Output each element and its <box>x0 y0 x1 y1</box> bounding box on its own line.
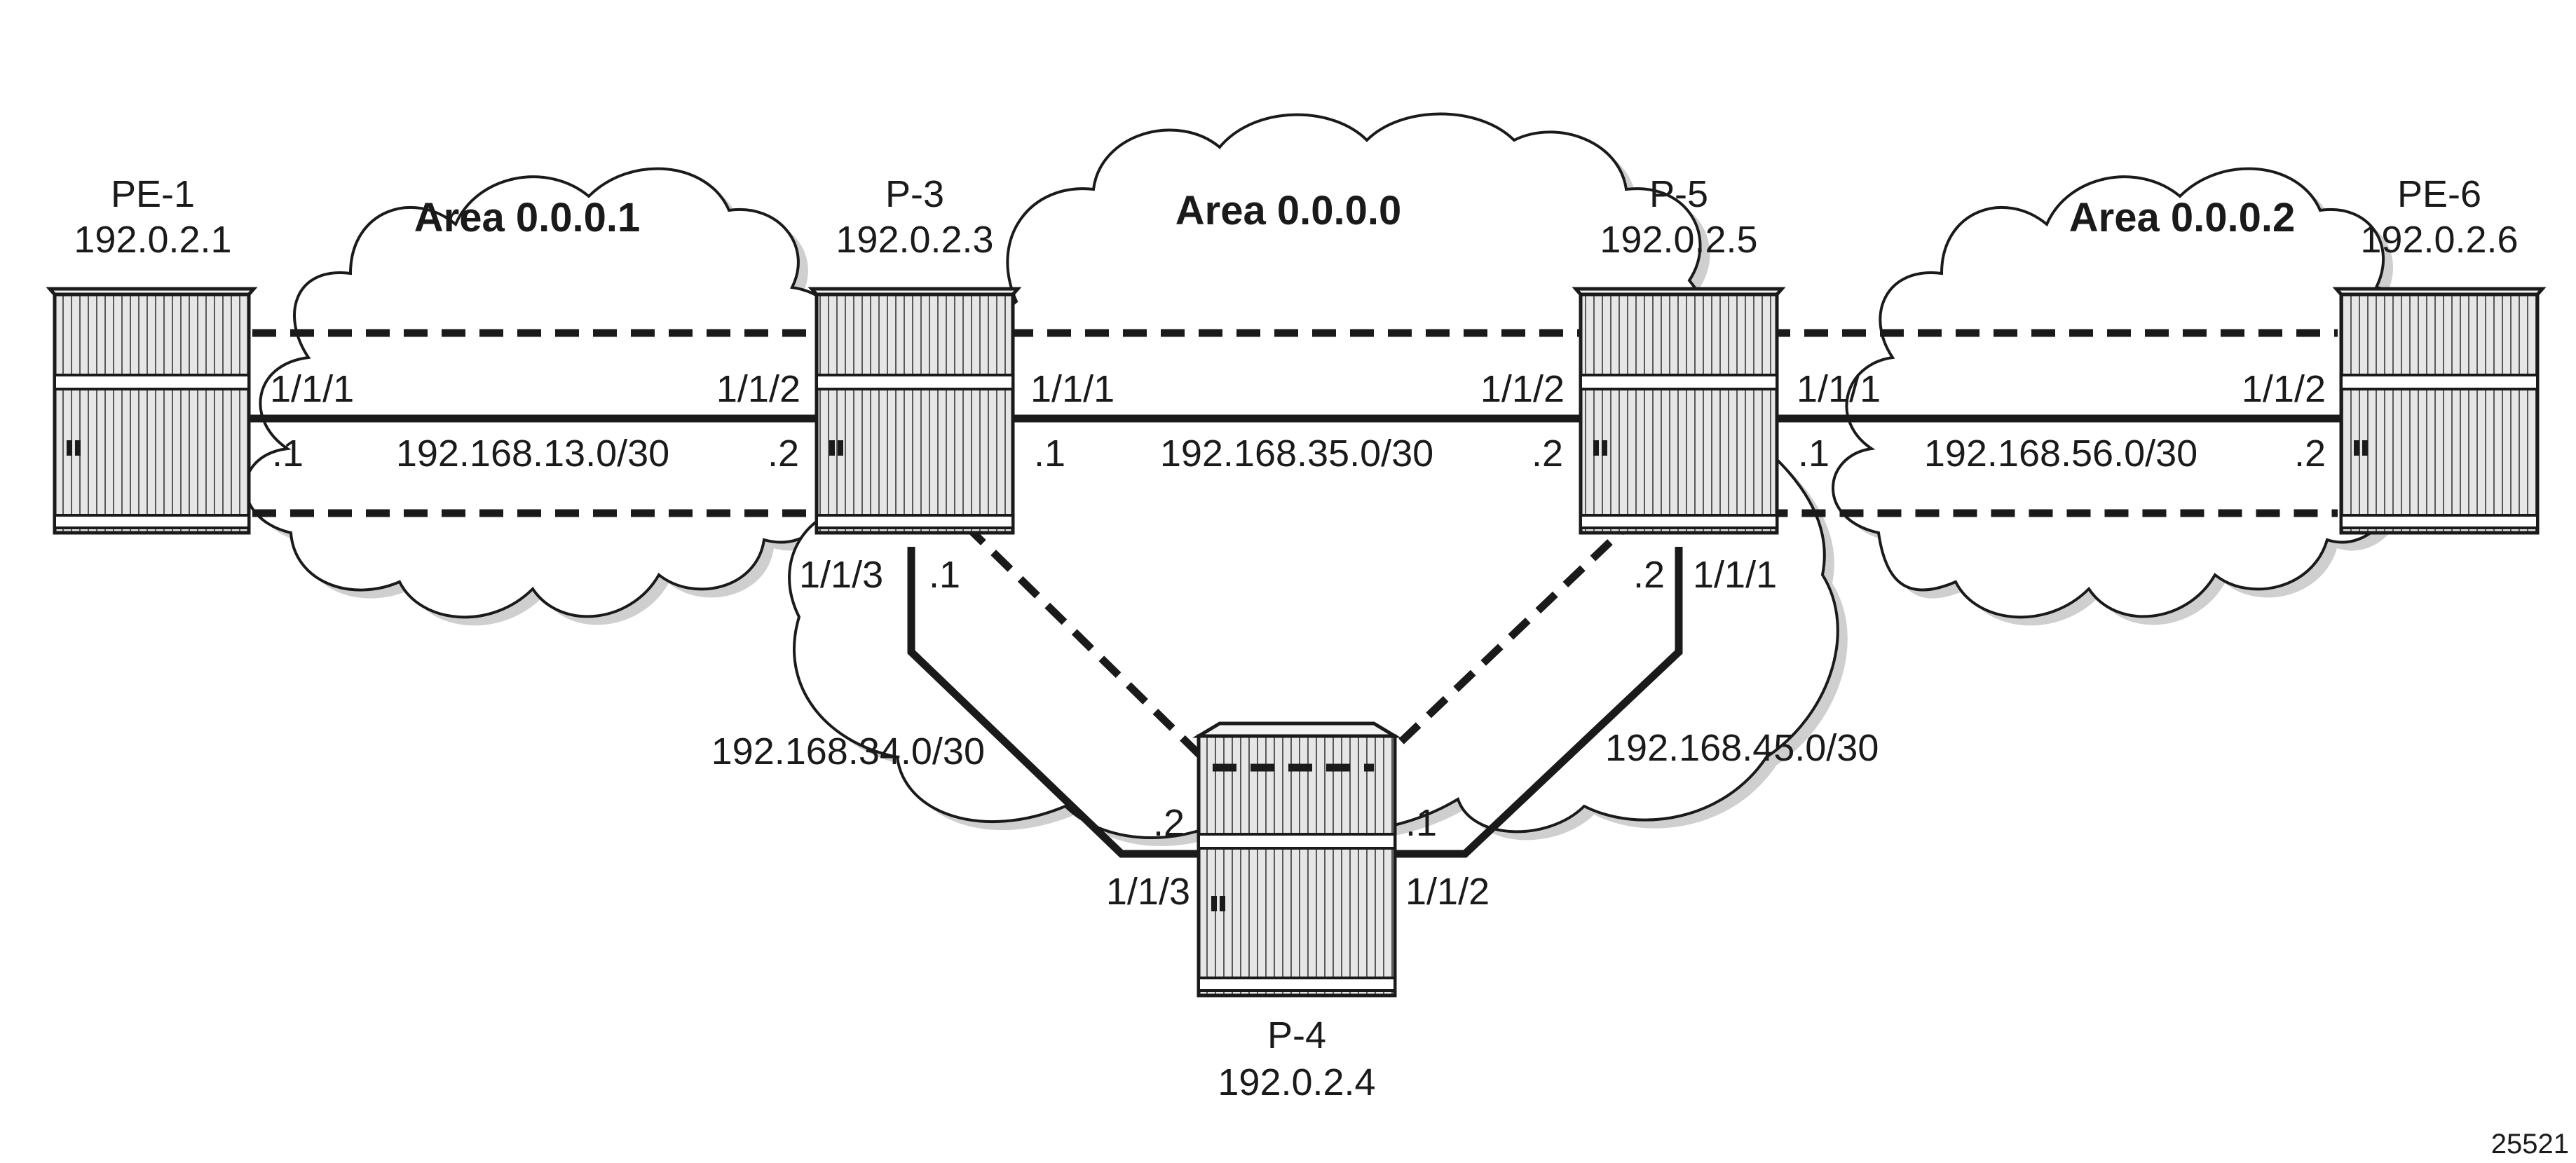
router-pe6[interactable] <box>2332 287 2547 535</box>
host-label: .2 <box>1153 802 1185 844</box>
router-name-p3: P-3 <box>885 173 944 215</box>
figure-id: 25521 <box>2491 1129 2569 1159</box>
link-p4-p5 <box>1395 547 1683 858</box>
subnet-label: 192.168.56.0/30 <box>1924 433 2197 475</box>
router-address-pe1: 192.0.2.1 <box>74 219 231 261</box>
router-name-p4: P-4 <box>1267 1014 1326 1056</box>
router-name-pe1: PE-1 <box>111 173 195 215</box>
port-label: 1/1/2 <box>2242 368 2326 410</box>
router-p4-port-icon <box>1211 896 1217 911</box>
router-address-p3: 192.0.2.3 <box>836 219 993 261</box>
port-label: 1/1/1 <box>1030 368 1115 410</box>
router-p5-port-icon <box>1593 440 1599 456</box>
port-label: 1/1/1 <box>1693 554 1777 596</box>
link-p3-p4 <box>907 547 1199 858</box>
area-cloud-0002 <box>1832 167 2430 626</box>
port-label: 1/1/1 <box>1797 368 1881 410</box>
router-name-p5: P-5 <box>1649 173 1708 215</box>
router-p3-port-icon <box>829 440 835 456</box>
host-label: .2 <box>2294 433 2326 475</box>
subnet-label: 192.168.45.0/30 <box>1605 727 1879 769</box>
subnet-label: 192.168.13.0/30 <box>396 433 669 475</box>
router-pe1[interactable] <box>46 287 258 535</box>
host-label: .1 <box>1798 433 1829 475</box>
port-label: 1/1/2 <box>1480 368 1565 410</box>
area-label-0001: Area 0.0.0.1 <box>414 195 640 240</box>
router-address-p5: 192.0.2.5 <box>1600 219 1757 261</box>
router-p3[interactable] <box>807 287 1022 535</box>
host-label: .1 <box>272 433 304 475</box>
port-label: 1/1/3 <box>1106 871 1190 913</box>
area-label-0000: Area 0.0.0.0 <box>1175 188 1401 233</box>
router-name-pe6: PE-6 <box>2397 173 2481 215</box>
router-pe1-port-icon <box>67 440 72 456</box>
virtual-link-lower-right <box>1371 509 2338 770</box>
host-label: .1 <box>1034 433 1065 475</box>
router-p5[interactable] <box>1572 287 1786 535</box>
router-address-pe6: 192.0.2.6 <box>2360 219 2518 261</box>
host-label: .2 <box>1633 554 1665 596</box>
host-label: .2 <box>1532 433 1563 475</box>
subnet-label: 192.168.35.0/30 <box>1160 433 1433 475</box>
router-address-p4: 192.0.2.4 <box>1218 1061 1375 1103</box>
area-cloud-0000 <box>788 112 1848 846</box>
host-label: .1 <box>1405 802 1437 844</box>
port-label: 1/1/1 <box>270 368 354 410</box>
area-label-0002: Area 0.0.0.2 <box>2069 195 2295 240</box>
port-label: 1/1/2 <box>716 368 800 410</box>
host-label: .2 <box>768 433 799 475</box>
port-label: 1/1/3 <box>799 554 883 596</box>
subnet-label: 192.168.34.0/30 <box>711 730 985 773</box>
port-label: 1/1/2 <box>1405 871 1490 913</box>
host-label: .1 <box>929 554 960 596</box>
router-p4[interactable] <box>1192 721 1402 998</box>
router-pe6-port-icon <box>2354 440 2359 456</box>
